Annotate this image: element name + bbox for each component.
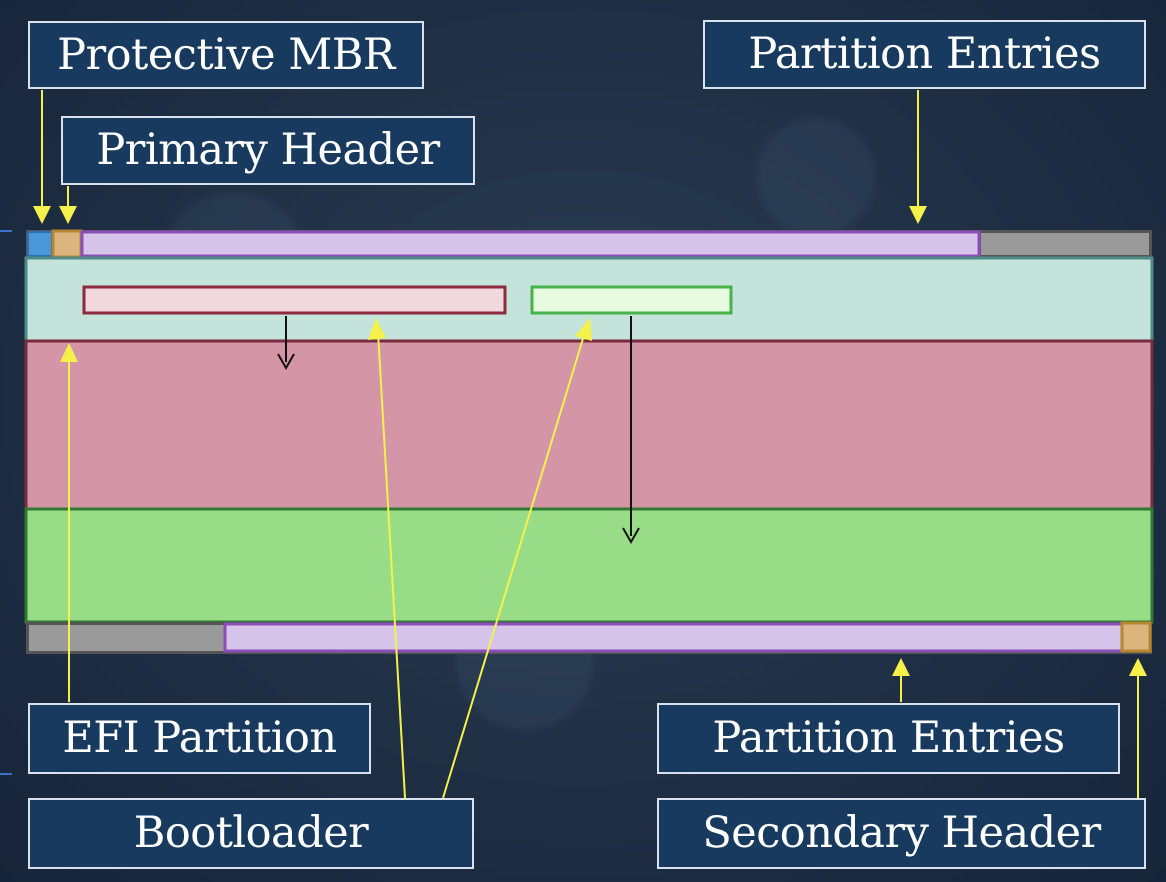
edge-divider-bottom (0, 773, 12, 775)
os-partition-1 (24, 339, 1154, 511)
arrowhead-protective-mbr (33, 206, 51, 224)
partition-entries-bottom-label: Partition Entries (657, 703, 1120, 774)
protective-mbr-label: Protective MBR (28, 21, 424, 89)
os-partition-2 (24, 507, 1154, 624)
unused-space-bottom (29, 625, 224, 651)
primary-header-label: Primary Header (61, 116, 475, 185)
partition-entries-top-label: Partition Entries (703, 20, 1146, 89)
secondary-header-block (1120, 621, 1152, 653)
arrow-bootloader-1 (377, 331, 406, 799)
unused-space-top (981, 233, 1149, 255)
boot-pointer-arrowhead-2 (622, 527, 640, 545)
arrowhead-bootloader-1 (368, 318, 386, 340)
primary-header-block (51, 229, 83, 259)
edge-divider-top (0, 230, 12, 232)
arrowhead-secondary-header (1129, 658, 1147, 676)
arrow-bootloader-2 (442, 331, 586, 799)
boot-pointer-arrowhead-1 (277, 353, 295, 371)
arrowhead-bootloader-2 (575, 318, 592, 341)
arrowhead-partition-entries-bottom (892, 658, 910, 676)
partition-entries-top-block (80, 230, 981, 258)
arrowhead-primary-header (59, 206, 77, 224)
bootloader-file-2 (530, 285, 733, 315)
arrowhead-partition-entries-top (909, 206, 927, 224)
bootloader-file-1 (82, 285, 507, 315)
protective-mbr-block (27, 231, 53, 257)
arrowhead-efi-partition (60, 343, 78, 362)
bootloader-label: Bootloader (28, 798, 474, 869)
secondary-header-label: Secondary Header (657, 798, 1146, 869)
efi-partition-label: EFI Partition (28, 703, 371, 774)
partition-entries-bottom-block (223, 622, 1124, 653)
